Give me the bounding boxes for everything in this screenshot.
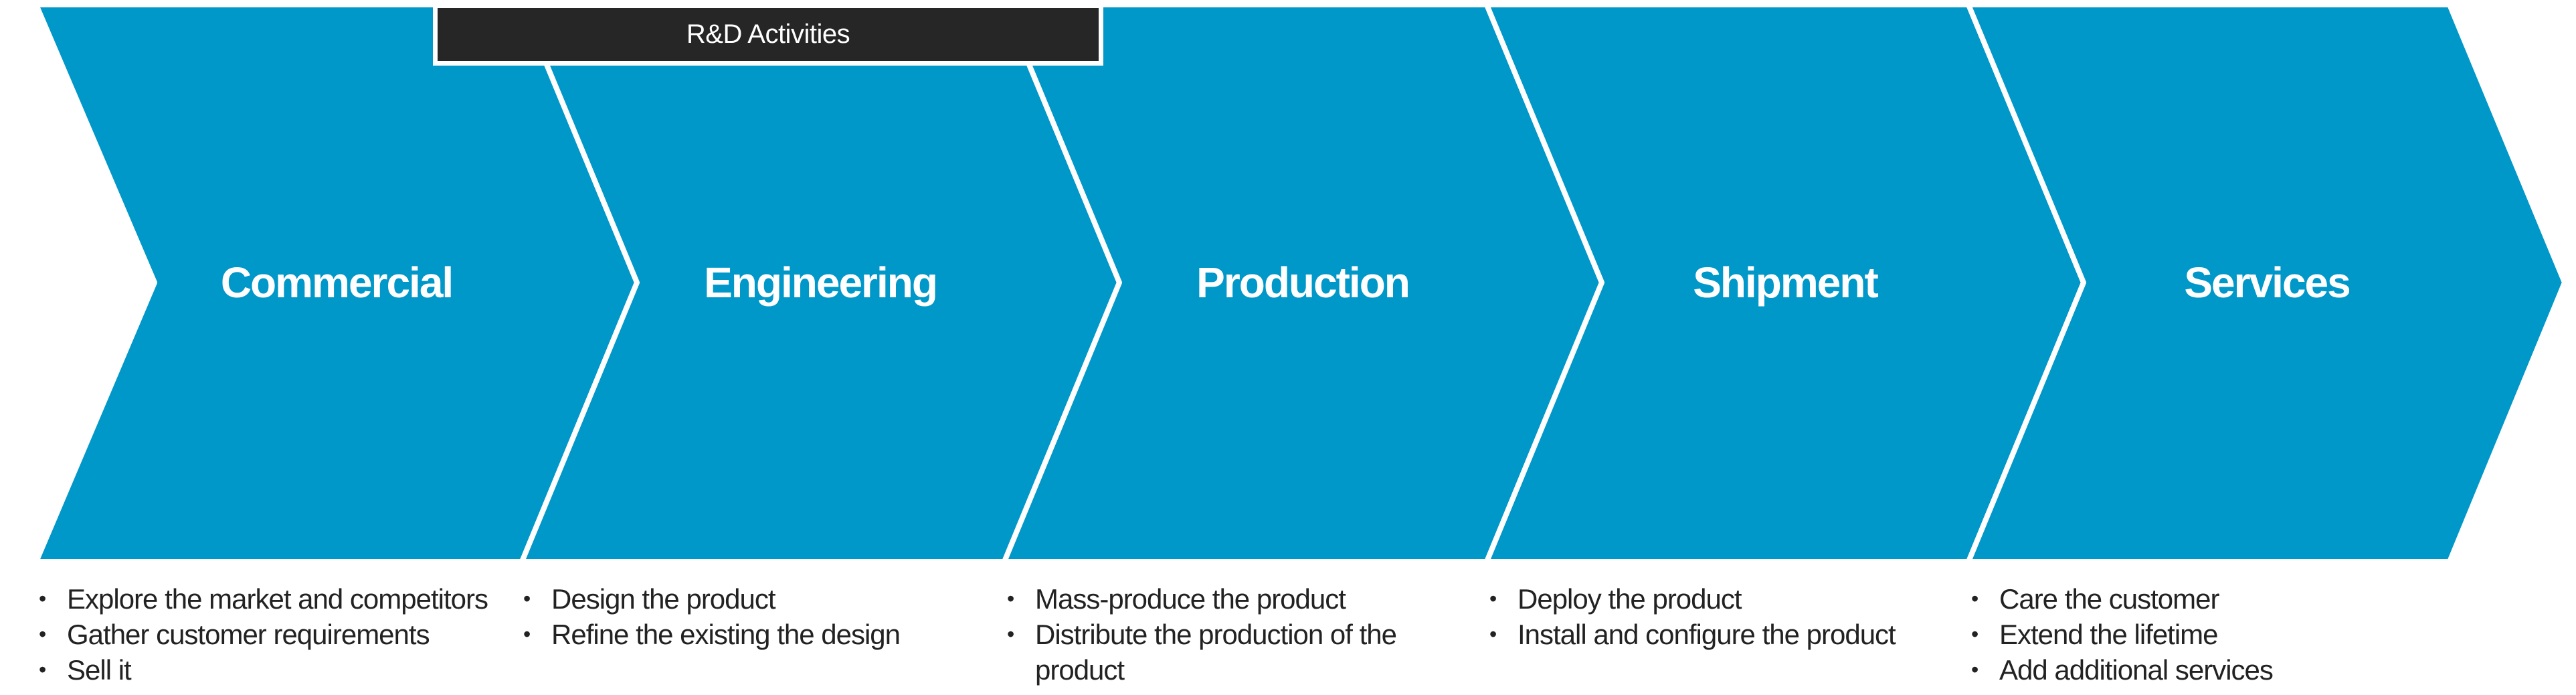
list-item: Add additional services (1968, 652, 2437, 688)
services-bullets: Care the customer Extend the lifetime Ad… (1968, 581, 2437, 688)
stage-title-commercial: Commercial (220, 258, 454, 307)
list-item: Care the customer (1968, 581, 2437, 617)
commercial-bullets: Explore the market and competitors Gathe… (36, 581, 504, 688)
stage-title-shipment: Shipment (1693, 258, 1879, 307)
list-item: Deploy the product (1487, 581, 1955, 617)
list-item: Refine the existing the design (521, 617, 989, 652)
stage-title-production: Production (1196, 258, 1410, 307)
list-item: Distribute the production of the product (1004, 617, 1459, 688)
rd-activities-label: R&D Activities (686, 19, 850, 49)
list-item: Explore the market and competitors (36, 581, 504, 617)
rd-activities-banner: R&D Activities (433, 3, 1103, 66)
shipment-bullets: Deploy the product Install and configure… (1487, 581, 1955, 652)
stage-title-services: Services (2184, 258, 2351, 307)
chevron-services (1966, 2, 2567, 564)
engineering-bullets: Design the product Refine the existing t… (521, 581, 989, 652)
list-item: Sell it (36, 652, 504, 688)
list-item: Extend the lifetime (1968, 617, 2437, 652)
list-item: Gather customer requirements (36, 617, 504, 652)
list-item: Design the product (521, 581, 989, 617)
stage-title-engineering: Engineering (704, 258, 938, 307)
list-item: Install and configure the product (1487, 617, 1955, 652)
list-item: Mass-produce the product (1004, 581, 1459, 617)
production-bullets: Mass-produce the product Distribute the … (1004, 581, 1459, 688)
